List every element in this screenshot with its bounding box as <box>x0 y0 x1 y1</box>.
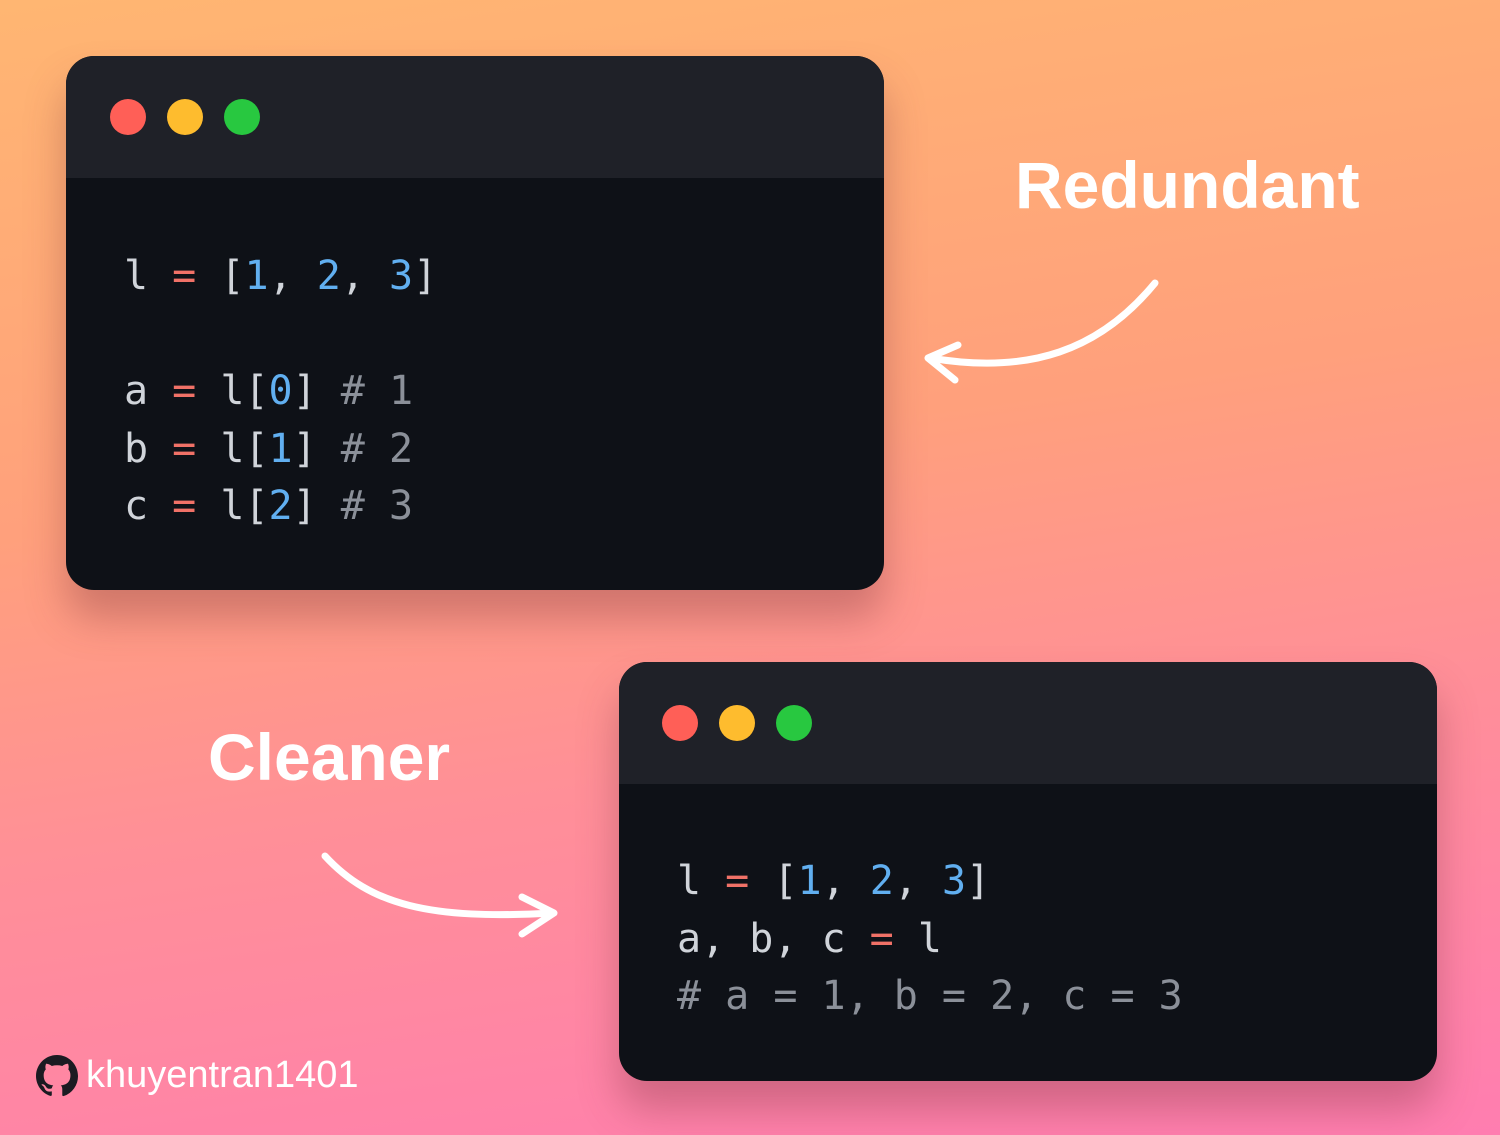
code-token-num: 2 <box>268 483 293 529</box>
code-token-text: b <box>124 425 173 472</box>
code-token-num: 1 <box>268 425 293 472</box>
code-token-op: = <box>725 858 750 904</box>
code-token-num: 2 <box>316 253 341 299</box>
close-button[interactable] <box>110 99 146 135</box>
code-token-text: , <box>821 858 870 904</box>
code-line: c = l[2] # 3 <box>124 478 437 536</box>
code-token-text: [ <box>196 253 245 299</box>
code-token-num: 1 <box>797 858 822 904</box>
code-token-text: l[ <box>196 368 269 414</box>
code-token-text: [ <box>749 858 798 904</box>
code-line: l = [1, 2, 3] <box>677 853 1183 911</box>
code-token-text: l[ <box>196 425 269 472</box>
minimize-button[interactable] <box>719 705 755 741</box>
arrow-redundant-icon <box>924 279 1159 384</box>
code-token-text: ] <box>413 253 438 299</box>
code-token-num: 2 <box>869 858 894 904</box>
minimize-button[interactable] <box>167 99 203 135</box>
code-token-comment: # 2 <box>340 425 414 472</box>
code-token-text: , <box>340 253 389 299</box>
code-token-text: , <box>268 253 317 299</box>
code-token-text: ] <box>292 425 341 472</box>
window-titlebar <box>619 662 1437 784</box>
code-token-text: a <box>124 368 173 414</box>
maximize-button[interactable] <box>224 99 260 135</box>
github-icon <box>36 1054 78 1096</box>
code-token-op: = <box>172 253 197 299</box>
code-token-num: 1 <box>244 253 269 299</box>
code-token-op: = <box>172 425 197 472</box>
code-line: # a = 1, b = 2, c = 3 <box>677 968 1183 1026</box>
code-token-num: 3 <box>388 253 414 299</box>
code-token-op: = <box>172 368 197 414</box>
redundant-label: Redundant <box>1015 148 1360 222</box>
code-window-cleaner: l = [1, 2, 3]a, b, c = l# a = 1, b = 2, … <box>619 662 1437 1081</box>
code-block: l = [1, 2, 3]a, b, c = l# a = 1, b = 2, … <box>677 853 1183 1026</box>
code-token-text: ] <box>966 858 991 904</box>
author-credit: khuyentran1401 <box>36 1054 359 1097</box>
code-token-num: 3 <box>941 858 967 904</box>
code-token-comment: # 3 <box>340 483 414 529</box>
author-handle[interactable]: khuyentran1401 <box>86 1054 359 1096</box>
code-token-text: l <box>124 253 173 299</box>
code-token-text: l[ <box>196 483 269 529</box>
code-token-op: = <box>869 915 894 962</box>
cleaner-label: Cleaner <box>208 720 451 794</box>
code-line: a, b, c = l <box>677 911 1183 969</box>
arrow-cleaner-icon <box>321 852 558 938</box>
maximize-button[interactable] <box>776 705 812 741</box>
code-token-op: = <box>172 483 197 529</box>
code-token-comment: # a = 1, b = 2, c = 3 <box>677 973 1183 1019</box>
code-token-text: ] <box>292 483 341 529</box>
code-token-comment: # 1 <box>340 368 414 414</box>
code-line: a = l[0] # 1 <box>124 363 437 421</box>
code-token-text: l <box>893 915 942 962</box>
close-button[interactable] <box>662 705 698 741</box>
code-token-text: a, b, c <box>677 915 870 962</box>
code-token-text: l <box>677 858 726 904</box>
code-token-text: c <box>124 483 173 529</box>
window-titlebar <box>66 56 884 178</box>
code-token-text: ] <box>292 368 341 414</box>
code-token-text: , <box>893 858 942 904</box>
code-line: l = [1, 2, 3] <box>124 248 437 306</box>
code-token-num: 0 <box>268 368 293 414</box>
code-line: b = l[1] # 2 <box>124 421 437 479</box>
